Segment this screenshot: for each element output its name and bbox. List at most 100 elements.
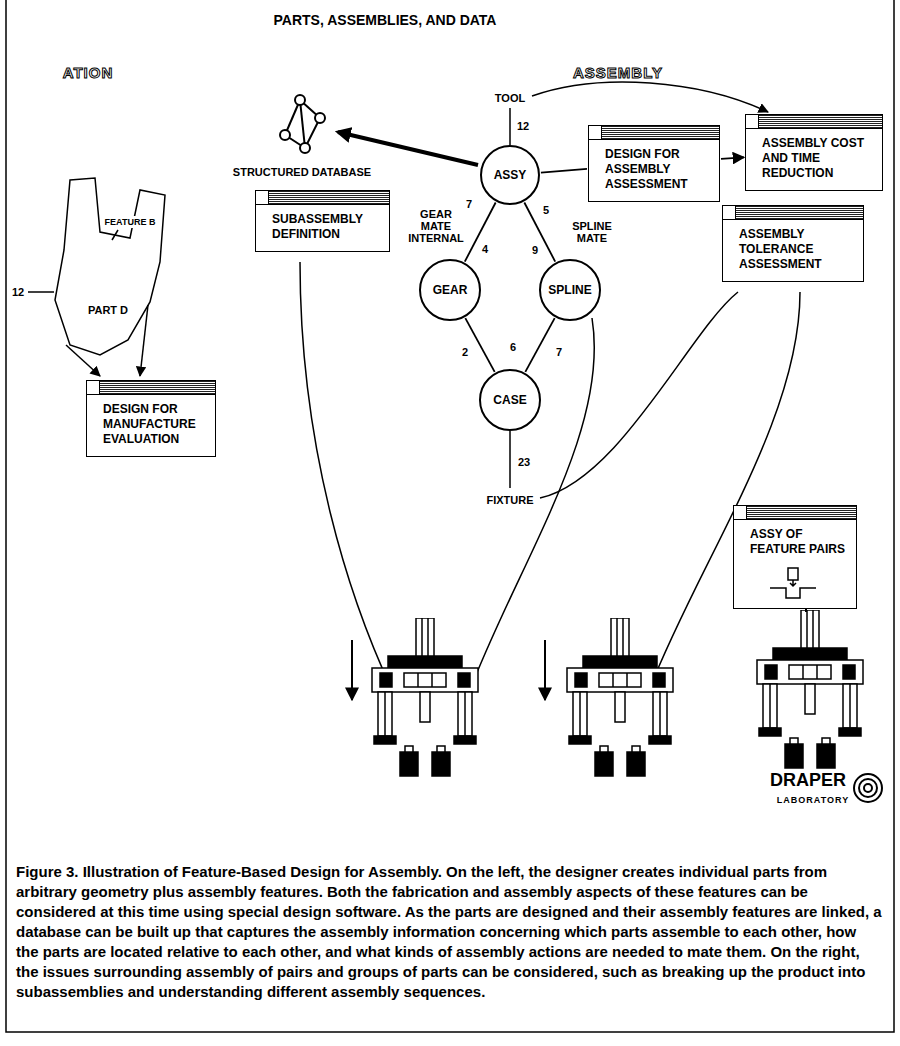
motion-arrows xyxy=(544,640,546,700)
hole-outline xyxy=(770,588,816,598)
window-close-box xyxy=(746,115,759,128)
logo-text: LABORATORY xyxy=(776,794,850,806)
connector xyxy=(524,202,555,261)
tool-label: TOOL xyxy=(494,92,526,104)
window-title-bar xyxy=(256,191,389,205)
database-icon xyxy=(280,130,290,140)
window-title-bar xyxy=(723,206,863,220)
draper-logo xyxy=(859,779,877,797)
node-text: ASSEMBLY TOLERANCE ASSESSMENT xyxy=(723,220,863,281)
connector xyxy=(525,318,554,372)
connector xyxy=(721,157,744,159)
part-sketch xyxy=(28,291,54,293)
peg-shape xyxy=(788,568,798,580)
window-title-bar xyxy=(746,115,882,129)
database-icon xyxy=(280,95,325,153)
callout-number: 5 xyxy=(542,204,550,216)
assembly-illustrations xyxy=(372,610,863,776)
window-stripes xyxy=(759,115,882,128)
node-text: CASE xyxy=(493,393,526,407)
callout-number: 4 xyxy=(481,243,489,255)
logo-text: DRAPER xyxy=(769,770,847,790)
database-icon xyxy=(295,95,305,105)
figure-caption: Figure 3. Illustration of Feature-Based … xyxy=(16,862,882,1002)
dfm-arrows xyxy=(66,305,148,376)
flow-curves xyxy=(540,292,738,498)
connector xyxy=(541,169,587,173)
node-text: DESIGN FOR ASSEMBLY ASSESSMENT xyxy=(589,140,719,201)
fixture-label: FIXTURE xyxy=(485,494,534,506)
node-text: ASSY OF FEATURE PAIRS xyxy=(734,520,856,566)
flow-curves xyxy=(532,82,768,112)
part-circle: GEAR xyxy=(419,259,481,321)
window-stripes xyxy=(736,206,863,219)
node-text: ASSY xyxy=(494,168,527,182)
node-text: GEAR xyxy=(433,283,468,297)
figure-frame xyxy=(6,0,894,1032)
insert-arrow xyxy=(790,580,796,586)
software-window: ASSEMBLY COST AND TIME REDUCTION xyxy=(745,114,883,191)
feature-label: FEATURE B xyxy=(104,216,157,228)
software-window: DESIGN FOR ASSEMBLY ASSESSMENT xyxy=(588,125,720,202)
database-arrow xyxy=(338,132,478,165)
part-circle: CASE xyxy=(479,369,541,431)
edge-label: SPLINE MATE xyxy=(568,220,616,244)
part-circle: SPLINE xyxy=(539,259,601,321)
connector xyxy=(465,202,496,261)
window-stripes xyxy=(100,381,215,394)
callout-number: 12 xyxy=(11,286,25,298)
database-icon xyxy=(300,100,305,148)
assembly-illustrations xyxy=(757,610,863,768)
draper-logo xyxy=(854,774,882,802)
edge-label: GEAR MATE INTERNAL xyxy=(406,208,466,244)
software-window: ASSEMBLY TOLERANCE ASSESSMENT xyxy=(722,205,864,282)
node-text: ASSEMBLY COST AND TIME REDUCTION xyxy=(746,129,882,190)
window-stripes xyxy=(747,506,856,519)
database-label: STRUCTURED DATABASE xyxy=(232,166,372,178)
connector xyxy=(465,318,494,372)
flow-curves xyxy=(650,292,800,688)
motion-arrows xyxy=(351,640,353,700)
window-stripes xyxy=(269,191,389,204)
figure-title: PARTS, ASSEMBLIES, AND DATA xyxy=(274,12,497,28)
flow-curves xyxy=(300,82,800,690)
window-close-box xyxy=(589,126,602,139)
section-heading: ATION xyxy=(62,64,115,81)
callout-number: 6 xyxy=(509,341,517,353)
draper-logo xyxy=(854,774,882,802)
node-text: SUBASSEMBLY DEFINITION xyxy=(256,205,389,251)
node-text: DESIGN FOR MANUFACTURE EVALUATION xyxy=(87,395,215,456)
part-sketch xyxy=(112,230,118,240)
assembly-illustrations xyxy=(567,618,673,776)
flow-curves xyxy=(470,318,594,690)
window-close-box xyxy=(734,506,747,519)
part-sketch xyxy=(55,178,165,355)
part-circle: ASSY xyxy=(480,145,540,205)
callout-number: 23 xyxy=(517,456,531,468)
draper-logo xyxy=(864,784,872,792)
section-heading: ASSEMBLY xyxy=(572,64,664,81)
dfm-arrows xyxy=(140,305,148,376)
feature-pair-icon xyxy=(768,566,818,600)
window-title-bar xyxy=(589,126,719,140)
software-window: ASSY OF FEATURE PAIRS xyxy=(733,505,857,609)
window-title-bar xyxy=(734,506,856,520)
window-stripes xyxy=(602,126,719,139)
window-close-box xyxy=(256,191,269,204)
callout-number: 2 xyxy=(461,346,469,358)
callout-number: 9 xyxy=(531,244,539,256)
assembly-illustrations xyxy=(372,618,478,776)
database-icon xyxy=(315,113,325,123)
window-close-box xyxy=(87,381,100,394)
part-sketch xyxy=(28,178,165,355)
node-text: SPLINE xyxy=(548,283,591,297)
callout-number: 12 xyxy=(516,120,530,132)
flow-curves xyxy=(300,262,392,690)
software-window: SUBASSEMBLY DEFINITION xyxy=(255,190,390,252)
software-window: DESIGN FOR MANUFACTURE EVALUATION xyxy=(86,380,216,457)
database-icon xyxy=(300,143,310,153)
callout-number: 7 xyxy=(465,198,473,210)
window-close-box xyxy=(723,206,736,219)
